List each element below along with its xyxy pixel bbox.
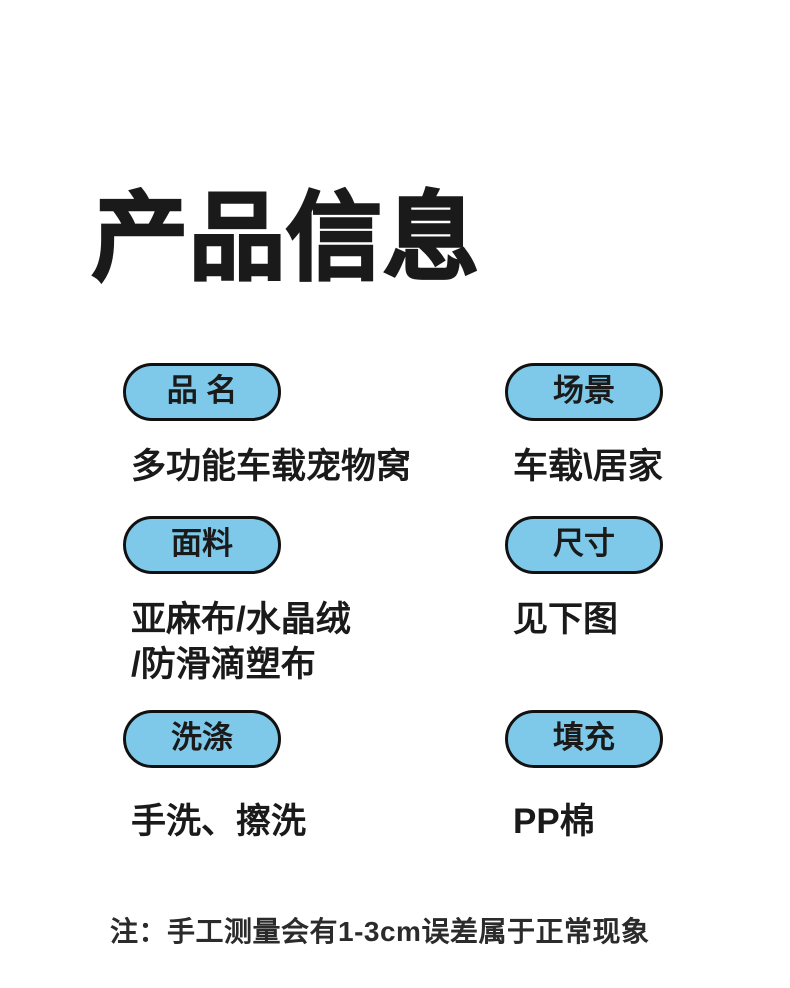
- spec-item-washing: 洗涤 手洗、擦洗: [123, 710, 505, 845]
- spec-label-pill: 填充: [505, 710, 663, 769]
- spec-label: 洗涤: [171, 720, 233, 755]
- spec-value: 亚麻布/水晶绒 /防滑滴塑布: [131, 600, 351, 684]
- spec-value: 多功能车载宠物窝: [131, 447, 412, 487]
- page-title: 产品信息: [91, 185, 481, 293]
- spec-item-product-name: 品 名 多功能车载宠物窝: [123, 363, 505, 516]
- spec-value: 车载\居家: [513, 447, 663, 487]
- spec-label: 尺寸: [553, 526, 615, 561]
- spec-item-scene: 场景 车载\居家: [505, 363, 693, 516]
- product-spec-grid: 品 名 多功能车载宠物窝 场景 车载\居家 面料 亚麻布/水晶绒 /防滑滴塑布 …: [123, 363, 693, 845]
- spec-value: PP棉: [513, 802, 595, 842]
- spec-label-pill: 面料: [123, 516, 281, 575]
- spec-item-filling: 填充 PP棉: [505, 710, 693, 845]
- spec-item-size: 尺寸 见下图: [505, 516, 693, 710]
- spec-item-fabric: 面料 亚麻布/水晶绒 /防滑滴塑布: [123, 516, 505, 710]
- spec-value: 见下图: [513, 600, 619, 640]
- spec-label-pill: 尺寸: [505, 516, 663, 575]
- measurement-note: 注：手工测量会有1-3cm误差属于正常现象: [110, 916, 650, 947]
- spec-label: 场景: [553, 373, 615, 408]
- spec-label-pill: 品 名: [123, 363, 281, 422]
- spec-label-pill: 场景: [505, 363, 663, 422]
- spec-label-pill: 洗涤: [123, 710, 281, 769]
- spec-label: 面料: [171, 526, 233, 561]
- spec-label: 填充: [553, 720, 615, 755]
- spec-value: 手洗、擦洗: [131, 802, 307, 842]
- spec-label: 品 名: [166, 373, 238, 408]
